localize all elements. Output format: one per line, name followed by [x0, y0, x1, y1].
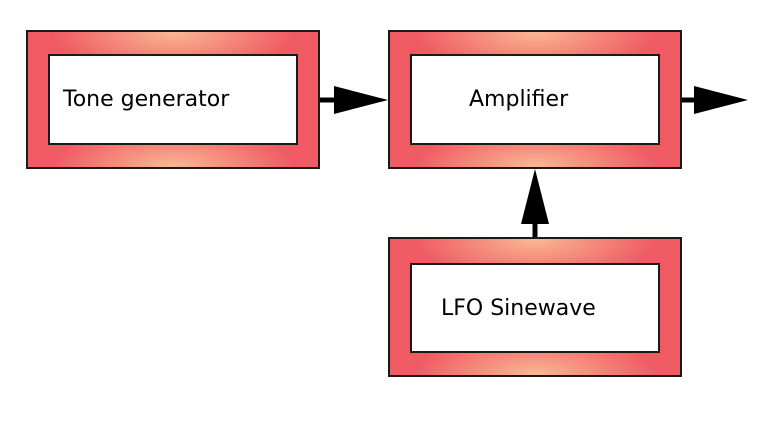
- amplifier-label: Amplifier: [469, 87, 569, 112]
- arrow-amplifier-to-output: [682, 86, 748, 114]
- tone-generator-panel: Tone generator: [48, 54, 298, 145]
- lfo-sinewave-label: LFO Sinewave: [441, 295, 596, 321]
- tone-generator-block: Tone generator: [26, 30, 320, 169]
- tone-generator-label: Tone generator: [63, 87, 230, 112]
- arrow-lfo-to-amplifier: [521, 169, 549, 237]
- arrow-tone-to-amplifier: [320, 86, 388, 114]
- lfo-sinewave-block: LFO Sinewave: [388, 237, 682, 377]
- amplifier-block: Amplifier: [388, 30, 682, 169]
- lfo-sinewave-panel: LFO Sinewave: [410, 263, 660, 353]
- amplifier-panel: Amplifier: [410, 54, 660, 145]
